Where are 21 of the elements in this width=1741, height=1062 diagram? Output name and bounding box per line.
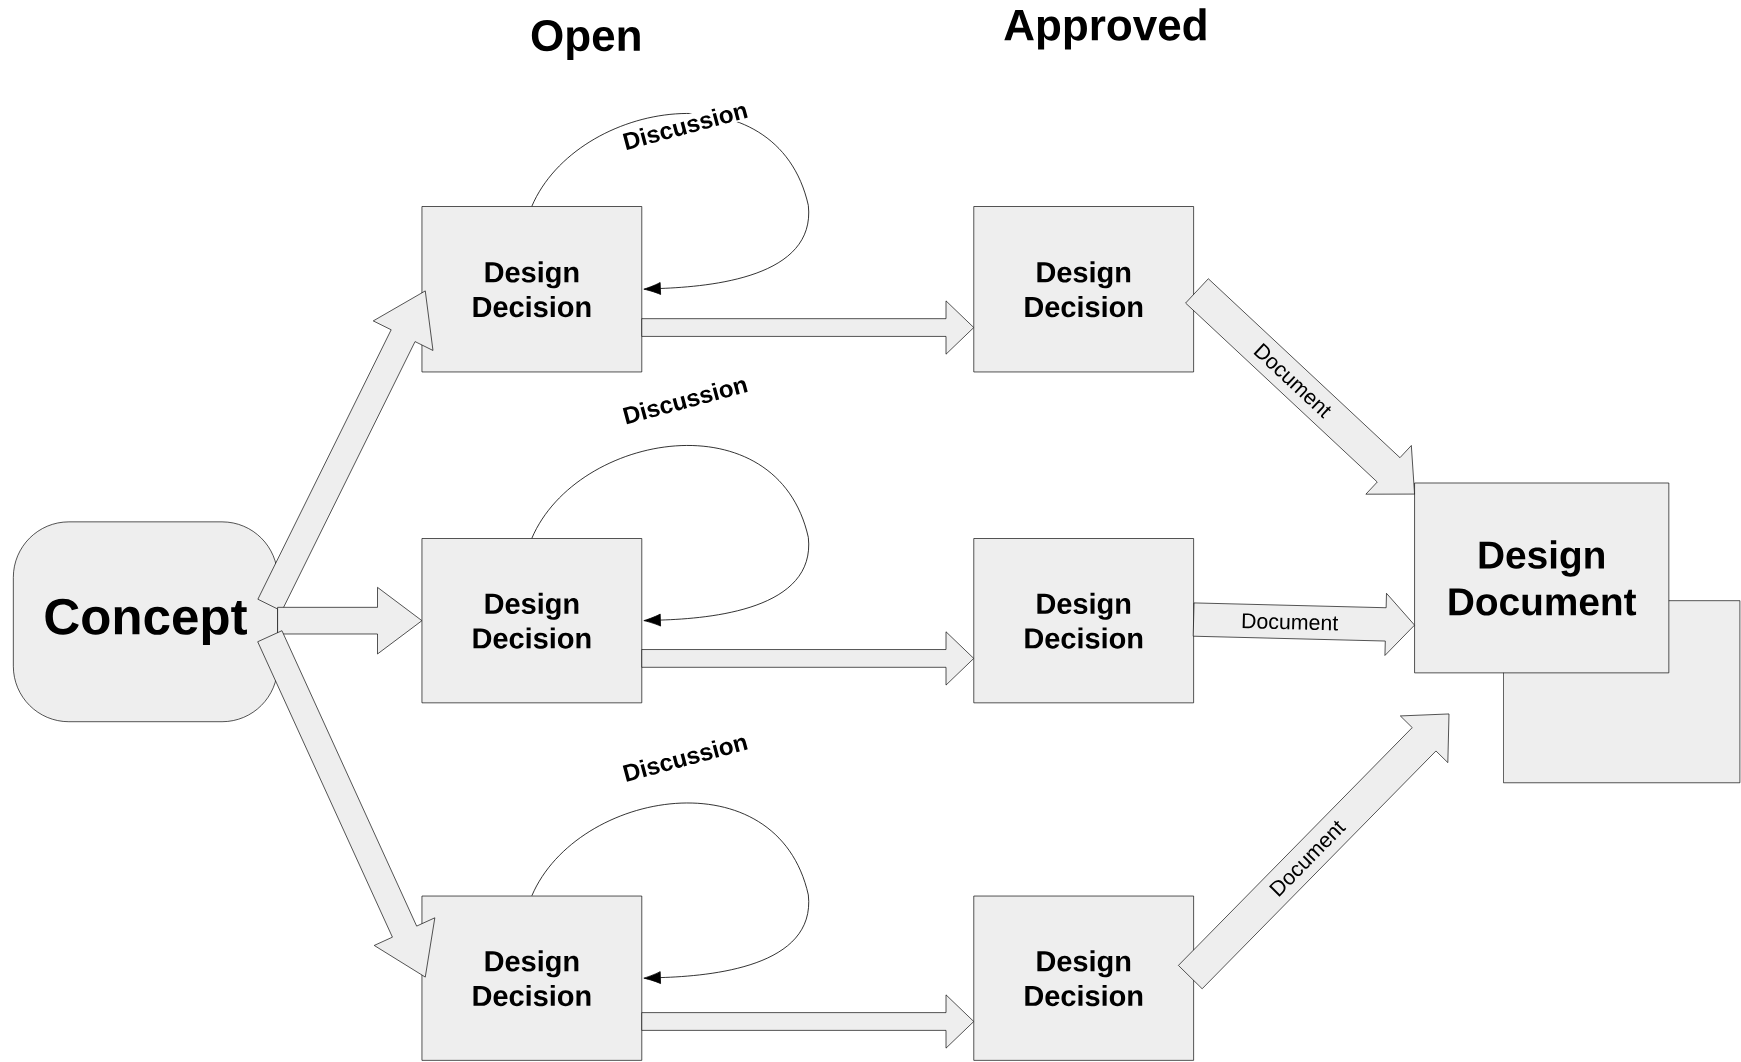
edge-label: Document <box>1240 612 1340 632</box>
loop-arrow <box>531 445 809 627</box>
process-box: Design Document <box>1414 482 1670 674</box>
block-arrow <box>257 630 436 978</box>
block-arrow <box>641 994 975 1049</box>
block-arrow <box>277 587 423 655</box>
block-arrow <box>641 631 975 686</box>
start-box: Concept <box>13 521 278 723</box>
process-box: Design Decision <box>421 538 643 704</box>
block-arrow <box>1178 713 1450 990</box>
process-box: Design Decision <box>421 206 643 373</box>
loop-arrow <box>531 803 809 984</box>
block-arrow <box>257 290 434 612</box>
process-box: Design Decision <box>421 895 643 1061</box>
loop-arrow <box>531 113 809 295</box>
process-box: Design Decision <box>973 895 1194 1061</box>
process-box: Design Decision <box>973 538 1194 704</box>
column-heading: Open <box>531 20 640 60</box>
block-arrow <box>641 300 975 355</box>
process-box: Design Decision <box>973 206 1194 373</box>
column-heading: Approved <box>1004 8 1206 50</box>
